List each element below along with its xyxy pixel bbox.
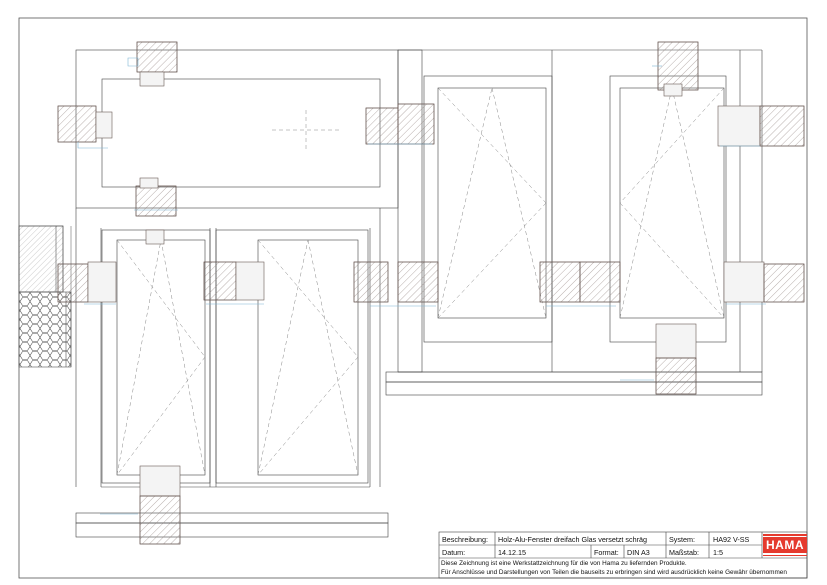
logo-text: HAMA — [763, 537, 807, 553]
jamb-section-left-mid — [57, 261, 117, 305]
date-label: Datum: — [442, 548, 466, 557]
jamb-section-right-lower — [723, 261, 805, 305]
description-label: Beschreibung: — [442, 535, 488, 544]
format-label: Format: — [594, 548, 619, 557]
mullion-section-right — [353, 261, 439, 307]
mullion-section-top — [365, 103, 435, 145]
transom-section — [134, 177, 178, 245]
title-block-grid — [438, 531, 808, 579]
description-value: Holz-Alu-Fenster dreifach Glas versetzt … — [498, 535, 647, 544]
hama-logo: HAMA — [763, 533, 807, 559]
head-section-left — [127, 41, 178, 87]
opening-indicators — [116, 87, 725, 476]
logo-stripe-bottom — [763, 554, 807, 556]
title-block: Beschreibung: Holz-Alu-Fenster dreifach … — [439, 532, 807, 578]
disclaimer-line-1: Diese Zeichnung ist eine Werkstattzeichn… — [441, 560, 687, 567]
date-value: 14.12.15 — [498, 548, 526, 557]
sill-section-right — [620, 323, 697, 395]
head-section-right — [652, 41, 699, 97]
logo-stripe-top — [763, 534, 807, 536]
mullion-section-lower — [203, 261, 265, 305]
system-value: HA92 V-SS — [713, 535, 750, 544]
meeting-stile-section — [539, 261, 621, 307]
sill-section-left — [100, 465, 181, 545]
profile-sections — [57, 41, 805, 545]
jamb-section-left-top — [57, 105, 113, 149]
system-label: System: — [669, 535, 695, 544]
jamb-section-right-upper — [717, 105, 805, 147]
scale-label: Maßstab: — [669, 548, 699, 557]
disclaimer-line-2: Für Anschlüsse und Darstellungen von Tei… — [441, 569, 787, 576]
scale-value: 1:5 — [713, 548, 723, 557]
format-value: DIN A3 — [627, 548, 650, 557]
